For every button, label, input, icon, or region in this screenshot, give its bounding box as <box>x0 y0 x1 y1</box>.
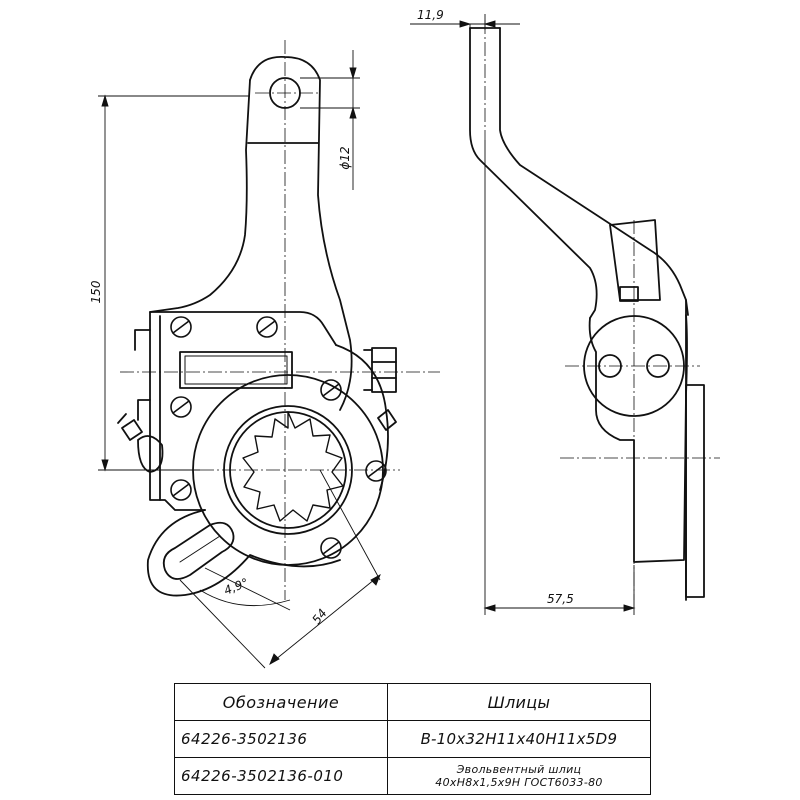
side-body <box>588 314 688 563</box>
adjusting-nut <box>363 347 397 393</box>
housing-outline <box>149 311 337 511</box>
side-arm <box>469 27 598 319</box>
housing-window <box>179 351 293 389</box>
bottom-eye <box>146 509 341 597</box>
table-header-row: Обозначение Шлицы <box>174 683 651 721</box>
row-splines: B-10x32H11x40H11x5D9 <box>387 720 651 758</box>
dim-length: 54 <box>309 606 329 627</box>
dim-height: 150 <box>89 280 103 303</box>
header-splines: Шлицы <box>387 683 651 721</box>
screws <box>170 316 387 559</box>
dim-depth: 57,5 <box>547 592 574 606</box>
slot <box>162 521 235 580</box>
header-designation: Обозначение <box>174 683 388 721</box>
lever-arm-outline <box>249 56 353 411</box>
spline-teeth <box>242 411 344 522</box>
lever-arm-left-edge <box>149 79 251 313</box>
dim-hole-diameter: ϕ12 <box>338 146 352 169</box>
designation-table: Обозначение Шлицы 64226-3502136 B-10x32H… <box>174 683 651 795</box>
row-splines-line2: 40xH8x1,5x9H ГОСТ6033-80 <box>435 776 603 789</box>
row-splines-line1: Эвольвентный шлиц <box>456 763 582 776</box>
row-designation: 64226-3502136-010 <box>174 757 388 795</box>
side-flange <box>685 384 705 598</box>
dim-offset: 11,9 <box>417 8 444 22</box>
table-row: 64226-3502136 B-10x32H11x40H11x5D9 <box>174 720 651 758</box>
row-designation: 64226-3502136 <box>174 720 388 758</box>
row-splines: Эвольвентный шлиц 40xH8x1,5x9H ГОСТ6033-… <box>387 757 651 795</box>
table-row: 64226-3502136-010 Эвольвентный шлиц 40xH… <box>174 757 651 795</box>
grease-fitting <box>117 413 164 473</box>
